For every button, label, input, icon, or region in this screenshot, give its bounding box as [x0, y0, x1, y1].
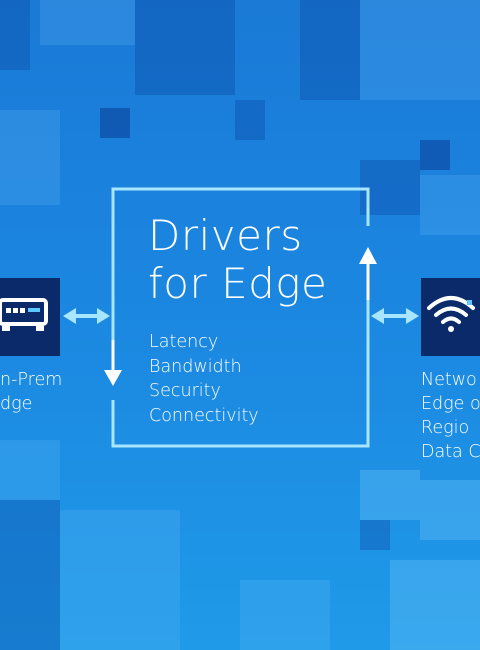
left-double-arrow-icon — [63, 308, 110, 324]
title-line: for Edge — [148, 259, 328, 308]
right-label-line: Edge o — [421, 394, 480, 414]
bg-tile — [135, 0, 235, 95]
driver-item: Bandwidth — [149, 356, 242, 377]
bg-tile — [300, 0, 360, 100]
wifi-icon — [427, 296, 475, 332]
bg-tile — [100, 108, 130, 138]
right-device-box — [421, 278, 480, 356]
server-appliance-icon — [0, 298, 48, 331]
center-frame — [111, 187, 370, 448]
bg-tile — [390, 560, 480, 650]
left-device-box — [0, 278, 60, 356]
right-double-arrow-icon — [371, 308, 419, 324]
down-arrow-icon — [104, 370, 122, 386]
bg-tile — [0, 440, 60, 500]
driver-item: Connectivity — [149, 405, 259, 426]
right-node-label: Netwo Edge o Regio Data C — [421, 368, 480, 464]
bg-tile — [420, 480, 480, 540]
left-label-line: dge — [0, 394, 33, 414]
bg-tile — [240, 580, 330, 650]
title-line: Drivers — [148, 211, 303, 260]
bg-tile — [40, 0, 135, 45]
bg-tile — [360, 520, 390, 550]
bg-tile — [360, 0, 480, 100]
driver-item: Security — [149, 381, 221, 401]
left-node-label: n-Prem dge — [0, 368, 62, 416]
bg-tile — [420, 140, 450, 170]
bg-tile — [0, 0, 30, 70]
bg-tile — [0, 110, 60, 205]
diagram-title: Drivers for Edge — [148, 212, 348, 308]
bg-tile — [420, 175, 480, 235]
bg-tile — [0, 500, 60, 650]
bg-tile — [360, 160, 420, 215]
left-label-line: n-Prem — [0, 370, 63, 390]
bg-tile — [60, 510, 180, 650]
right-label-line: Data C — [421, 442, 480, 462]
bg-tile — [235, 100, 265, 140]
right-label-line: Netwo — [421, 370, 477, 390]
bg-tile — [360, 470, 420, 520]
right-label-line: Regio — [421, 418, 470, 438]
drivers-list: Latency Bandwidth Security Connectivity — [149, 330, 259, 428]
up-arrow-icon — [359, 247, 377, 264]
driver-item: Latency — [149, 332, 219, 352]
